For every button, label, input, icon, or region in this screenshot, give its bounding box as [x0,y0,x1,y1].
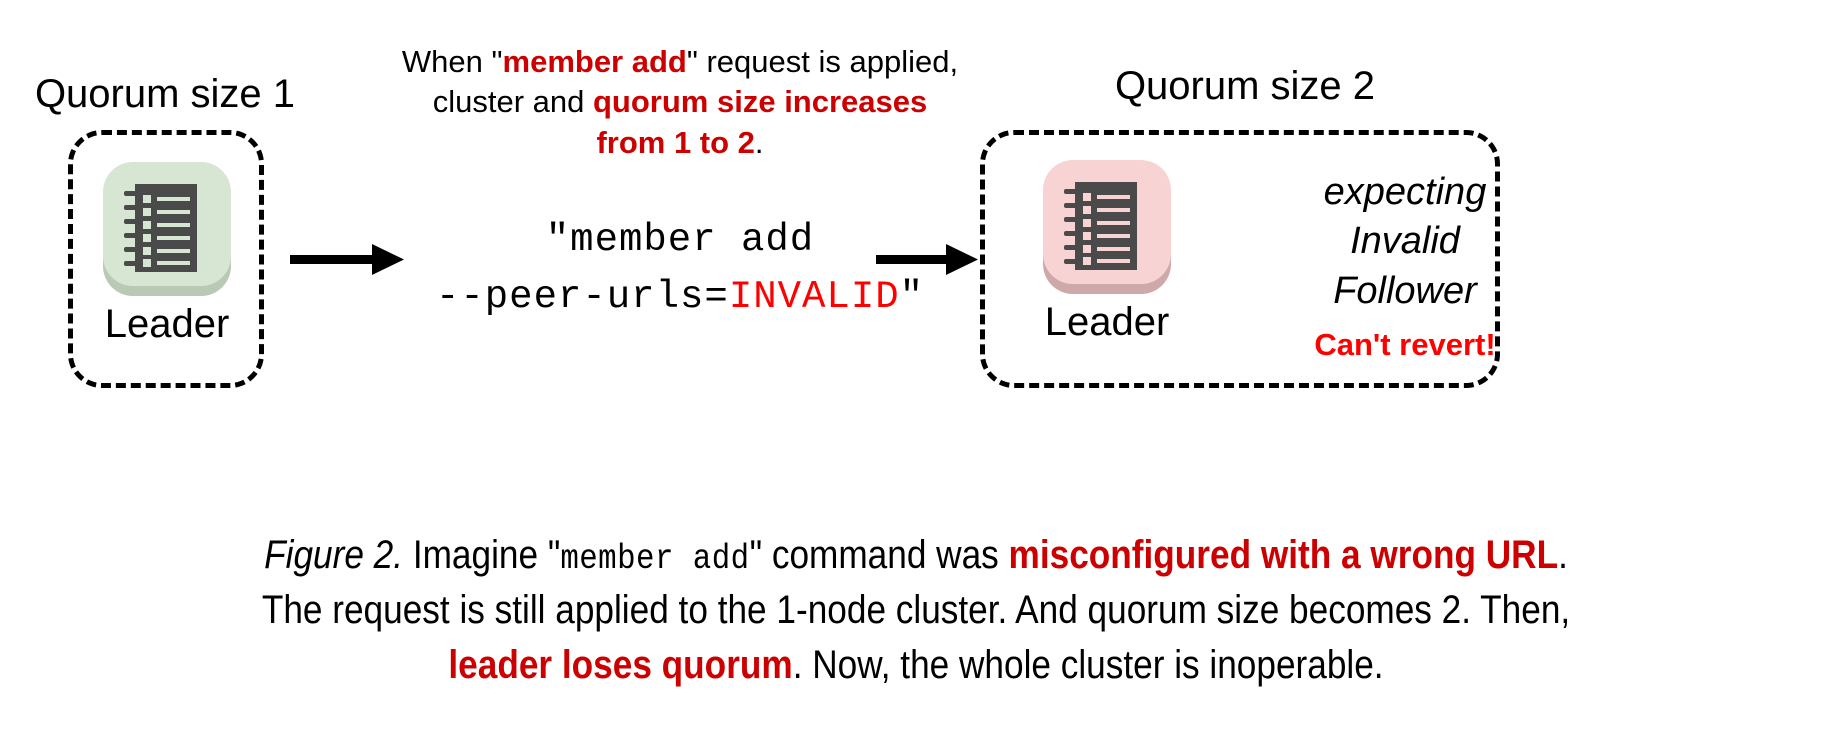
left-leader-label: Leader [104,302,230,346]
caption-line-3: leader loses quorum. Now, the whole clus… [110,638,1722,693]
command-text: "member add --peer-urls=INVALID" [420,212,940,325]
top-annotation-line-2: cluster and quorum size increases [360,82,1000,122]
note-l3a: from 1 to 2 [596,124,755,160]
caption-mono-command: member add [560,539,750,579]
cant-revert-warning: Can't revert! [1314,327,1496,362]
caption-l3b: . Now, the whole cluster is inoperable. [792,643,1384,688]
left-cluster-title: Quorum size 1 [34,72,296,116]
expecting-status-text: expecting Invalid Follower [1240,168,1570,316]
caption-l3-highlight: leader loses quorum [448,643,793,688]
right-cluster-box [980,130,1500,388]
left-leader-node: Leader [96,160,238,344]
caption-l1-highlight: misconfigured with a wrong URL [1008,533,1559,577]
right-cluster-title: Quorum size 2 [1114,64,1376,108]
expecting-line-1: expecting [1323,171,1487,213]
expecting-line-2: Invalid [1350,220,1460,263]
command-invalid-value: INVALID [728,274,900,319]
right-leader-label: Leader [1044,300,1170,344]
expecting-line-3: Follower [1333,269,1477,312]
arrow-right-icon-right [876,240,980,280]
note-l1b: member add [502,44,687,79]
top-annotation-line-3: from 1 to 2. [360,123,1000,163]
command-line-2: --peer-urls=INVALID" [420,269,940,326]
figure-caption: Figure 2. Imagine "member add" command w… [110,528,1722,694]
right-leader-node: Leader [1036,158,1178,342]
caption-l1a: Imagine " [403,533,561,577]
note-l1a: When " [401,44,503,79]
command-line-1: "member add [545,218,815,262]
top-annotation: When "member add" request is applied, cl… [360,42,1000,163]
caption-l1c: . [1558,533,1568,577]
caption-l1b: " command was [749,533,1009,577]
note-l2a: cluster and [432,84,593,120]
note-l3b: . [754,124,764,160]
note-l2b: quorum size increases [593,84,928,120]
left-cluster-box [68,130,264,388]
command-flag: --peer-urls= [435,274,729,319]
top-annotation-line-1: When "member add" request is applied, [360,42,1000,82]
caption-line-1: Figure 2. Imagine "member add" command w… [110,528,1722,583]
caption-line-2: The request is still applied to the 1-no… [261,588,1571,633]
notebook-log-icon [1039,158,1175,294]
caption-figure-label: Figure 2. [264,533,404,577]
notebook-log-icon [99,160,235,296]
note-l1c: " request is applied, [686,44,959,79]
command-closing-quote: " [899,274,925,319]
arrow-right-icon-left [290,240,406,280]
